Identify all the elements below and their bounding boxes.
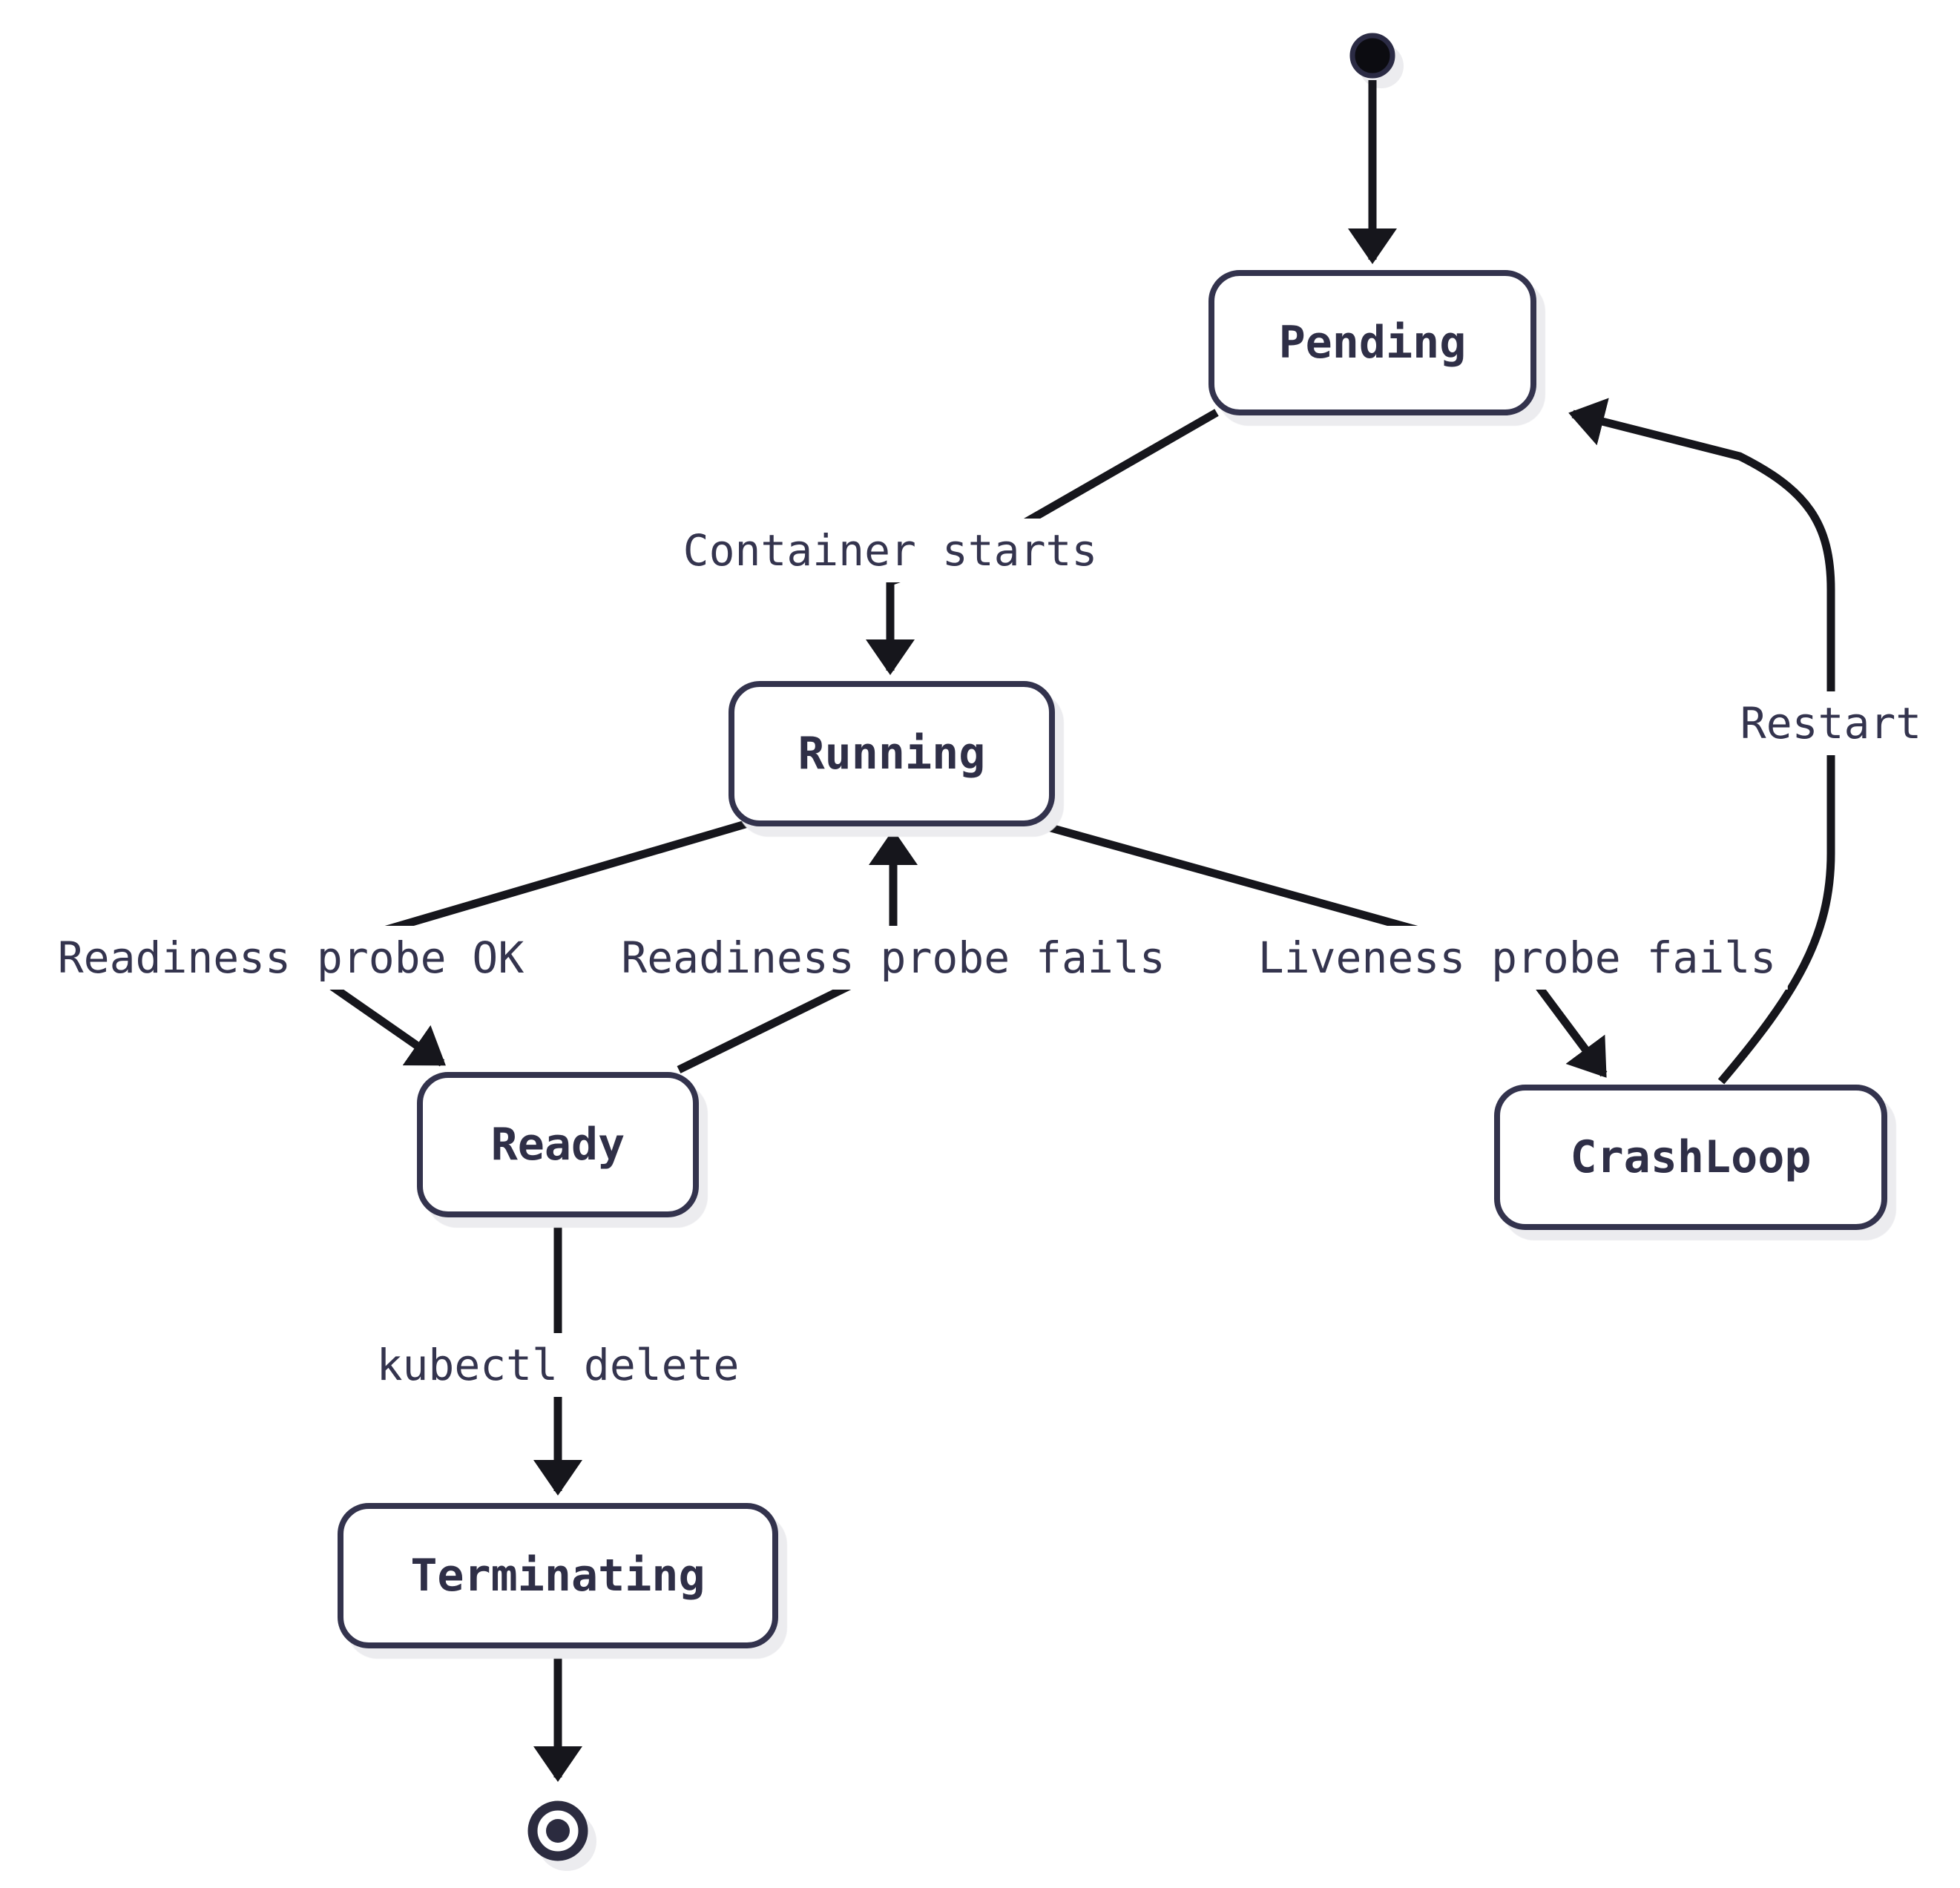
edge-label-readiness-probe-ok: Readiness probe OK	[45, 926, 536, 990]
edge-label-readiness-probe-fails: Readiness probe fails	[609, 926, 1177, 990]
edge-label-restart: Restart	[1728, 691, 1934, 755]
state-terminating: Terminating	[338, 1503, 778, 1648]
edge-label-kubectl-delete: kubectl delete	[364, 1333, 752, 1397]
state-running-label: Running	[798, 728, 986, 780]
state-running: Running	[729, 681, 1055, 826]
edge-label-liveness-probe-fails: Liveness probe fails	[1246, 926, 1789, 990]
edge-crashloop-pending	[1568, 398, 1835, 1085]
state-pending-label: Pending	[1278, 317, 1467, 369]
state-crashloop-label: CrashLoop	[1570, 1131, 1812, 1183]
state-ready-label: Ready	[490, 1119, 625, 1171]
initial-state-dot	[1349, 33, 1395, 79]
final-state-inner-dot	[546, 1819, 570, 1843]
edge-label-container-starts: Container starts	[671, 519, 1110, 582]
state-terminating-label: Terminating	[410, 1550, 706, 1602]
state-pending: Pending	[1208, 270, 1536, 415]
state-crashloop: CrashLoop	[1494, 1085, 1887, 1230]
state-ready: Ready	[417, 1072, 699, 1217]
